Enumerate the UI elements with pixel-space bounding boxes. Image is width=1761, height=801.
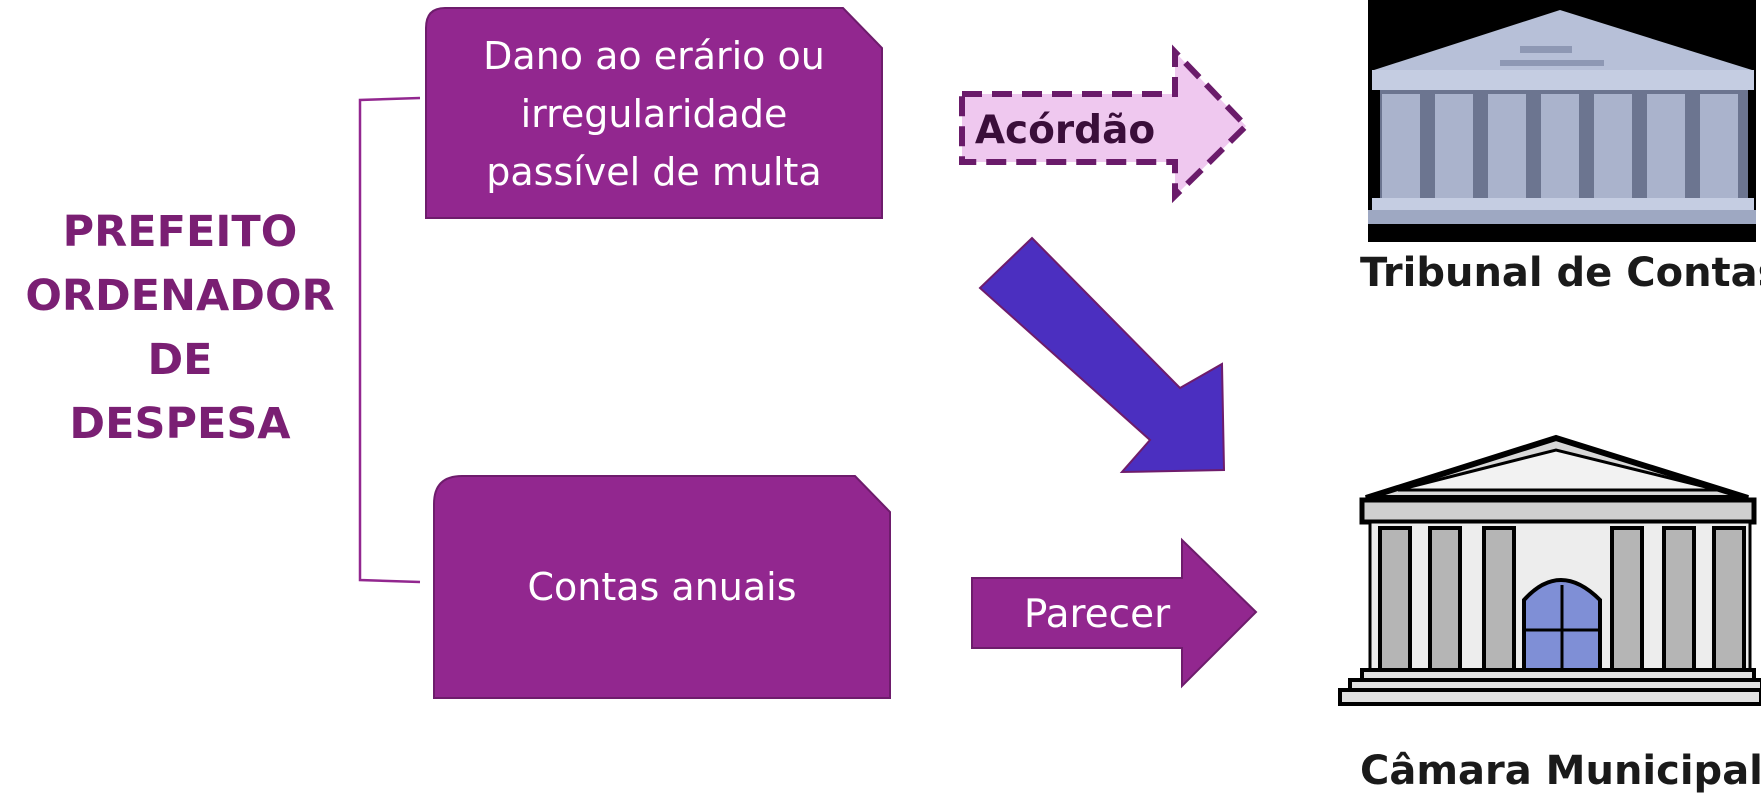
case-box-top: Dano ao erário ou irregularidade passíve… xyxy=(426,8,882,220)
case-box-top-shape xyxy=(425,7,883,219)
case-top-text: Dano ao erário ou irregularidade passíve… xyxy=(483,34,825,194)
bracket-connector xyxy=(358,96,421,584)
subject-line-3: DE xyxy=(147,335,213,385)
diagonal-arrow xyxy=(978,236,1226,474)
parecer-label: Parecer xyxy=(1023,591,1171,637)
case-box-bottom-shape xyxy=(433,475,891,699)
tribunal-caption: Tribunal de Contas xyxy=(1360,250,1761,296)
acordao-label: Acórdão xyxy=(974,107,1156,153)
subject-line-4: DESPESA xyxy=(69,399,291,449)
camara-building-icon xyxy=(1338,434,1761,706)
case-bottom-text: Contas anuais xyxy=(527,565,797,609)
subject-line-2: ORDENADOR xyxy=(25,271,335,321)
subject-line-1: PREFEITO xyxy=(62,207,298,257)
case-box-bottom: Contas anuais xyxy=(434,476,890,698)
acordao-arrow xyxy=(959,44,1251,204)
subject-label: PREFEITO ORDENADOR DE DESPESA xyxy=(10,200,350,456)
camara-caption: Câmara Municipal xyxy=(1360,748,1761,794)
tribunal-building-icon xyxy=(1368,0,1756,242)
parecer-arrow xyxy=(971,537,1258,689)
